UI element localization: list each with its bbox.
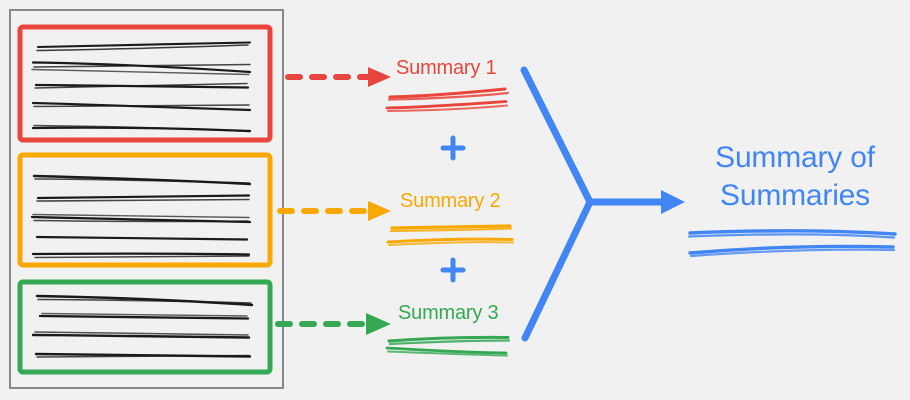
document-box-1-text-lines — [31, 41, 252, 133]
summary-2-scribble — [386, 224, 514, 246]
summary-of-summaries-label: Summary of Summaries — [715, 141, 875, 212]
merge-branch-top — [520, 66, 594, 206]
document-box-3[interactable] — [17, 279, 273, 375]
document-stack-container — [9, 9, 284, 389]
document-box-1-border — [17, 24, 273, 143]
plus-operator-1 — [440, 135, 466, 161]
document-box-2-border — [17, 152, 273, 268]
summary-1-scribble — [385, 87, 510, 112]
merge-arrow-head — [661, 190, 685, 214]
summary-2-label: Summary 2 — [400, 190, 501, 212]
dashed-arrow-1-head — [368, 67, 391, 87]
document-box-2-text-lines — [30, 174, 252, 259]
dashed-arrow-2-head — [368, 201, 391, 221]
document-box-1[interactable] — [17, 24, 273, 143]
document-box-3-text-lines — [31, 294, 254, 358]
dashed-arrow-3-head — [366, 313, 391, 335]
summary-3-label: Summary 3 — [398, 302, 499, 324]
plus-operator-2 — [440, 257, 466, 283]
document-box-2[interactable] — [17, 152, 273, 268]
merge-connector — [520, 66, 685, 342]
document-box-3-border — [17, 279, 273, 375]
final-summary-scribble — [687, 229, 897, 258]
merge-branch-bottom — [521, 198, 594, 342]
summary-3-scribble — [385, 335, 511, 357]
dashed-arrow-3 — [275, 313, 391, 335]
dashed-arrow-1 — [285, 67, 391, 87]
dashed-arrow-2 — [277, 201, 391, 221]
summary-1-label: Summary 1 — [396, 57, 497, 79]
